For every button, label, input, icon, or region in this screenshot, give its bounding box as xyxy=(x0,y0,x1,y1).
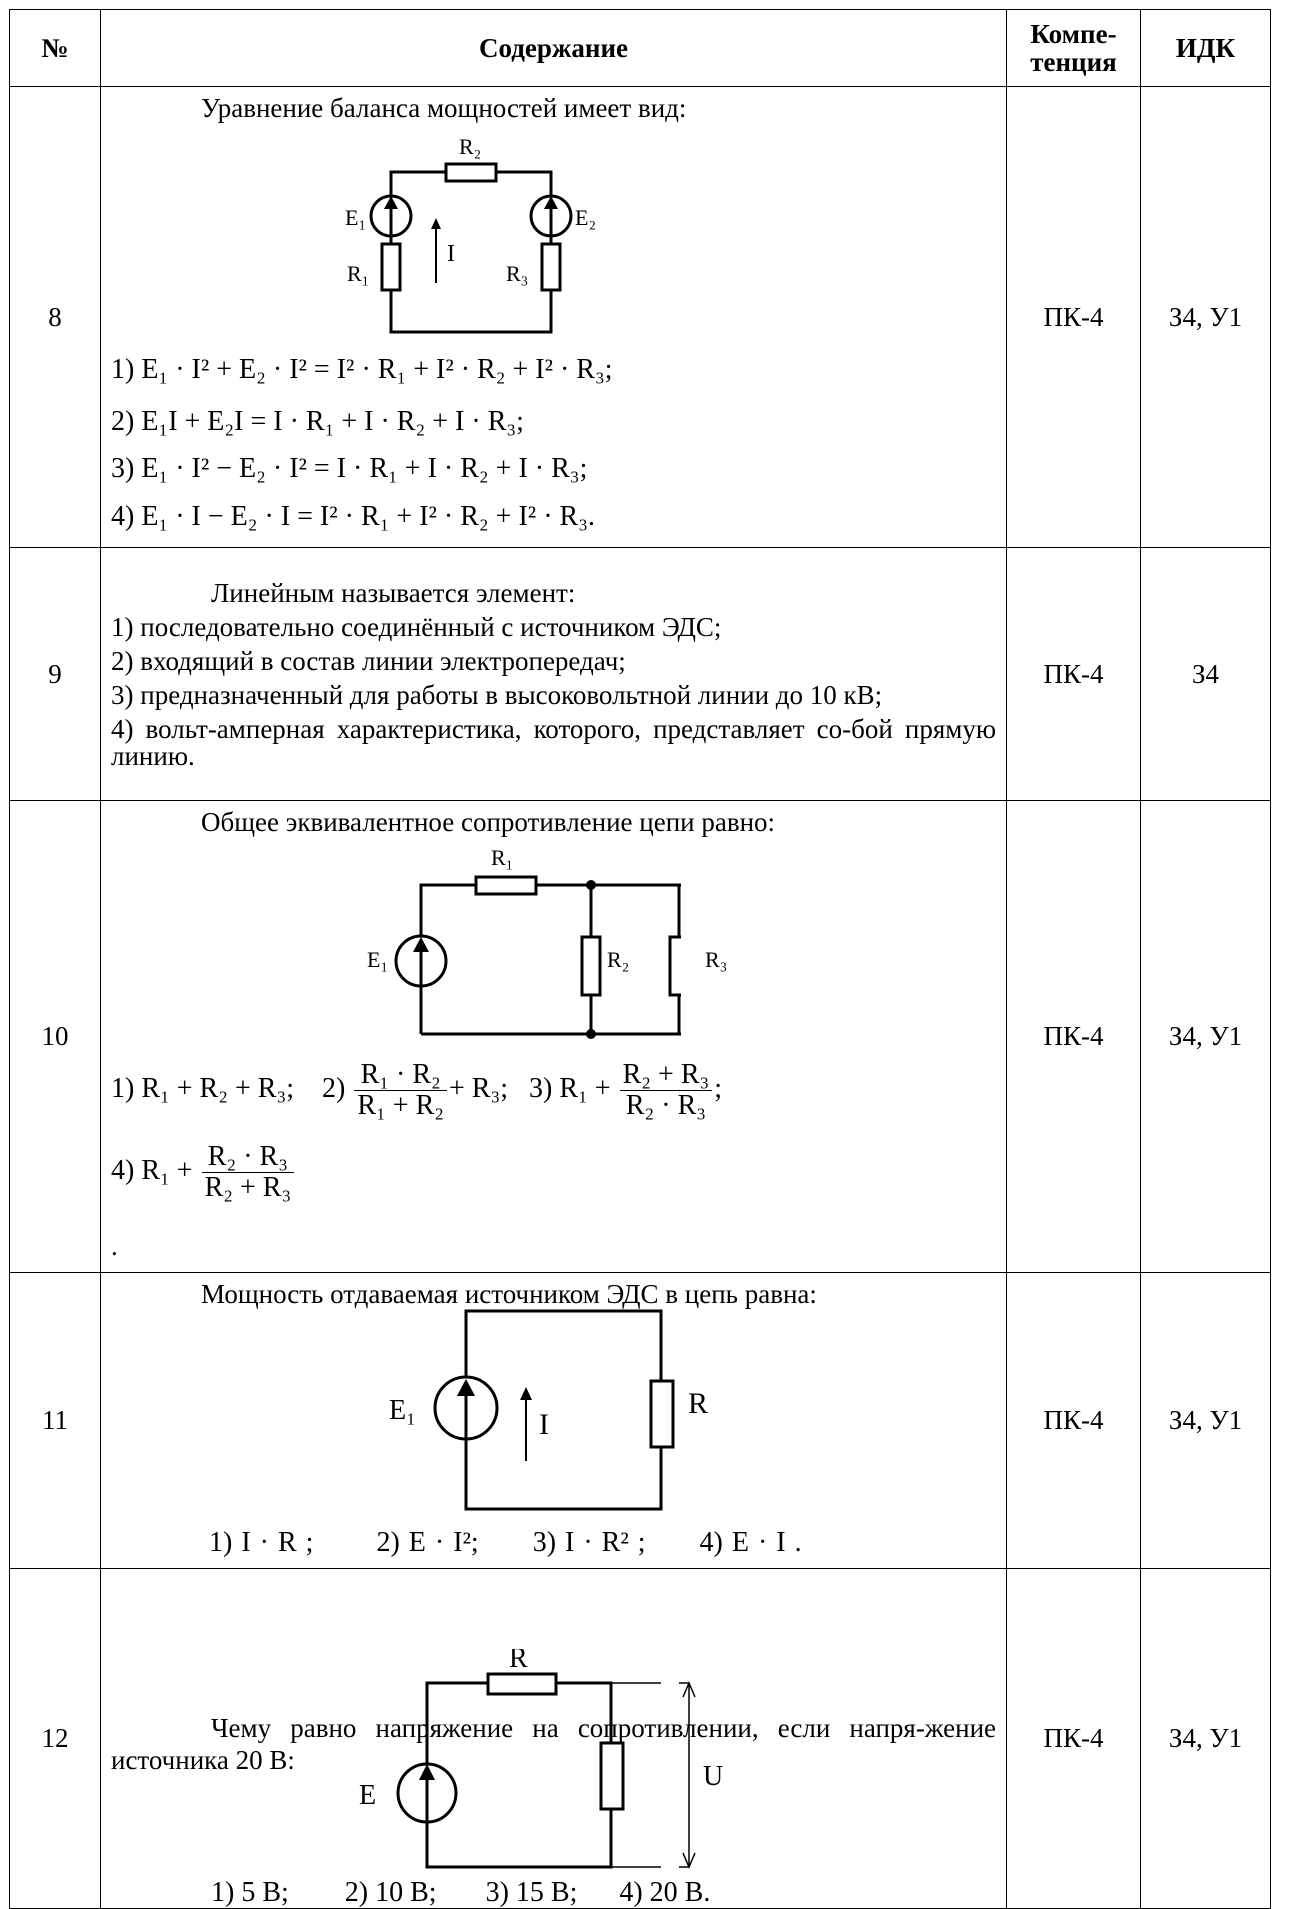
row-content: Мощность отдаваемая источником ЭДС в цеп… xyxy=(100,1272,1007,1569)
table-row: 12 Чему равно напряжение на сопротивлени… xyxy=(9,1568,1271,1909)
label-current: I xyxy=(447,241,455,267)
table-row: 8 Уравнение баланса мощностей имеет вид: xyxy=(9,86,1271,548)
option-3: 3) 15 В; xyxy=(485,1877,578,1908)
option-1: 1) I · R ; xyxy=(209,1527,314,1558)
row-number: 9 xyxy=(9,547,101,801)
row-number: 8 xyxy=(9,86,101,548)
competence: ПК-4 xyxy=(1006,86,1141,548)
row-number: 11 xyxy=(9,1272,101,1569)
competence: ПК-4 xyxy=(1006,547,1141,801)
table-row: 9 Линейным называется элемент: 1) послед… xyxy=(9,547,1271,801)
row-number: 12 xyxy=(9,1568,101,1909)
label-r1: R₁ xyxy=(491,845,513,870)
idk: З4, У1 xyxy=(1140,86,1271,548)
label-current: I xyxy=(539,1408,549,1441)
header-content: Содержание xyxy=(100,9,1007,87)
header-row: № Содержание Компе-тенция ИДК xyxy=(9,9,1271,87)
table-row: 11 Мощность отдаваемая источником ЭДС в … xyxy=(9,1272,1271,1569)
label-r3: R₃ xyxy=(705,947,727,972)
option-2: 2) входящий в состав линии электропереда… xyxy=(111,646,626,676)
question-text: Уравнение баланса мощностей имеет вид: xyxy=(201,93,687,123)
label-r1: R₁ xyxy=(347,261,369,286)
question-text: Чему равно напряжение на сопротивлении, … xyxy=(111,1712,996,1775)
option-4: 4) вольт-амперная характеристика, которо… xyxy=(111,714,996,771)
option-1: 1) R₁ + R₂ + R₃; xyxy=(111,1073,295,1104)
options-line: 1) I · R ; 2) E · I²; 3) I · R² ; 4) E ·… xyxy=(209,1527,802,1558)
option-2: 2) 10 В; xyxy=(344,1877,437,1908)
row-content: Уравнение баланса мощностей имеет вид: xyxy=(100,86,1007,548)
voltage-arrow: R U xyxy=(679,1681,723,1869)
question-text: Мощность отдаваемая источником ЭДС в цеп… xyxy=(201,1279,817,1309)
option-2: 2) E · I²; xyxy=(376,1527,479,1558)
question-text: Общее эквивалентное сопротивление цепи р… xyxy=(201,807,776,837)
competence: ПК-4 xyxy=(1006,1272,1141,1569)
idk: З4, У1 xyxy=(1140,1568,1271,1909)
idk: З4, У1 xyxy=(1140,1272,1271,1569)
label-e2: E₂ xyxy=(575,205,596,230)
label-r3: R₃ xyxy=(506,261,528,286)
question-text: Линейным называется элемент: xyxy=(211,578,576,608)
competence: ПК-4 xyxy=(1006,800,1141,1273)
questions-table: № Содержание Компе-тенция ИДК 8 Уравнени… xyxy=(9,9,1271,1909)
circuit-diagram-8: R₂ E₁ E₂ I R₁ R₃ xyxy=(345,134,596,334)
label-e: E xyxy=(359,1780,376,1811)
idk: З4 xyxy=(1140,547,1271,801)
row-content: Линейным называется элемент: 1) последов… xyxy=(100,547,1007,801)
label-e1: E₁ xyxy=(367,947,388,972)
header-num: № xyxy=(9,9,101,87)
label-e1: E₁ xyxy=(389,1395,416,1426)
option-1: 1) 5 В; xyxy=(211,1877,289,1908)
header-idk: ИДК xyxy=(1140,9,1271,87)
circuit-diagram-11: E₁ I xyxy=(389,1309,675,1511)
competence: ПК-4 xyxy=(1006,1568,1141,1909)
option-1: 1) последовательно соединённый с источни… xyxy=(111,612,722,642)
idk: З4, У1 xyxy=(1140,800,1271,1273)
label-r2: R₂ xyxy=(459,134,481,159)
table-row: 10 Общее эквивалентное сопротивление цеп… xyxy=(9,800,1271,1273)
option-3: 3) I · R² ; xyxy=(532,1527,646,1558)
option-4: 4) E · I . xyxy=(699,1527,802,1558)
trailing-dot: . xyxy=(111,1231,118,1261)
label-r: R xyxy=(688,1387,708,1420)
label-u: U xyxy=(703,1761,723,1792)
row-number: 10 xyxy=(9,800,101,1273)
options-line: 1) 5 В; 2) 10 В; 3) 15 В; 4) 20 В. xyxy=(211,1877,711,1908)
row-content: Чему равно напряжение на сопротивлении, … xyxy=(100,1568,1007,1909)
option-3: 3) предназначенный для работы в высоково… xyxy=(111,680,883,710)
circuit-diagram-12: E R xyxy=(359,1649,661,1869)
row-content: Общее эквивалентное сопротивление цепи р… xyxy=(100,800,1007,1273)
label-r-top: R xyxy=(509,1649,528,1674)
label-r3-holder: R₃ xyxy=(705,947,727,972)
option-4: 4) E₁ · I − E₂ · I = I² · R₁ + I² · R₂ +… xyxy=(111,501,595,532)
header-competence: Компе-тенция xyxy=(1006,9,1141,87)
option-3: 3) E₁ · I² − E₂ · I² = I · R₁ + I · R₂ +… xyxy=(111,453,588,484)
circuit-diagram-10: R₁ E₁ R₂ R₃ xyxy=(367,845,681,1039)
option-1: 1) E₁ · I² + E₂ · I² = I² · R₁ + I² · R₂… xyxy=(111,354,613,385)
label-e1: E₁ xyxy=(345,205,366,230)
option-4: 4) 20 В. xyxy=(619,1877,711,1908)
label-r2: R₂ xyxy=(607,947,629,972)
label-r-holder: R xyxy=(688,1387,708,1420)
option-2: 2) E₁I + E₂I = I · R₁ + I · R₂ + I · R₃; xyxy=(111,406,524,437)
